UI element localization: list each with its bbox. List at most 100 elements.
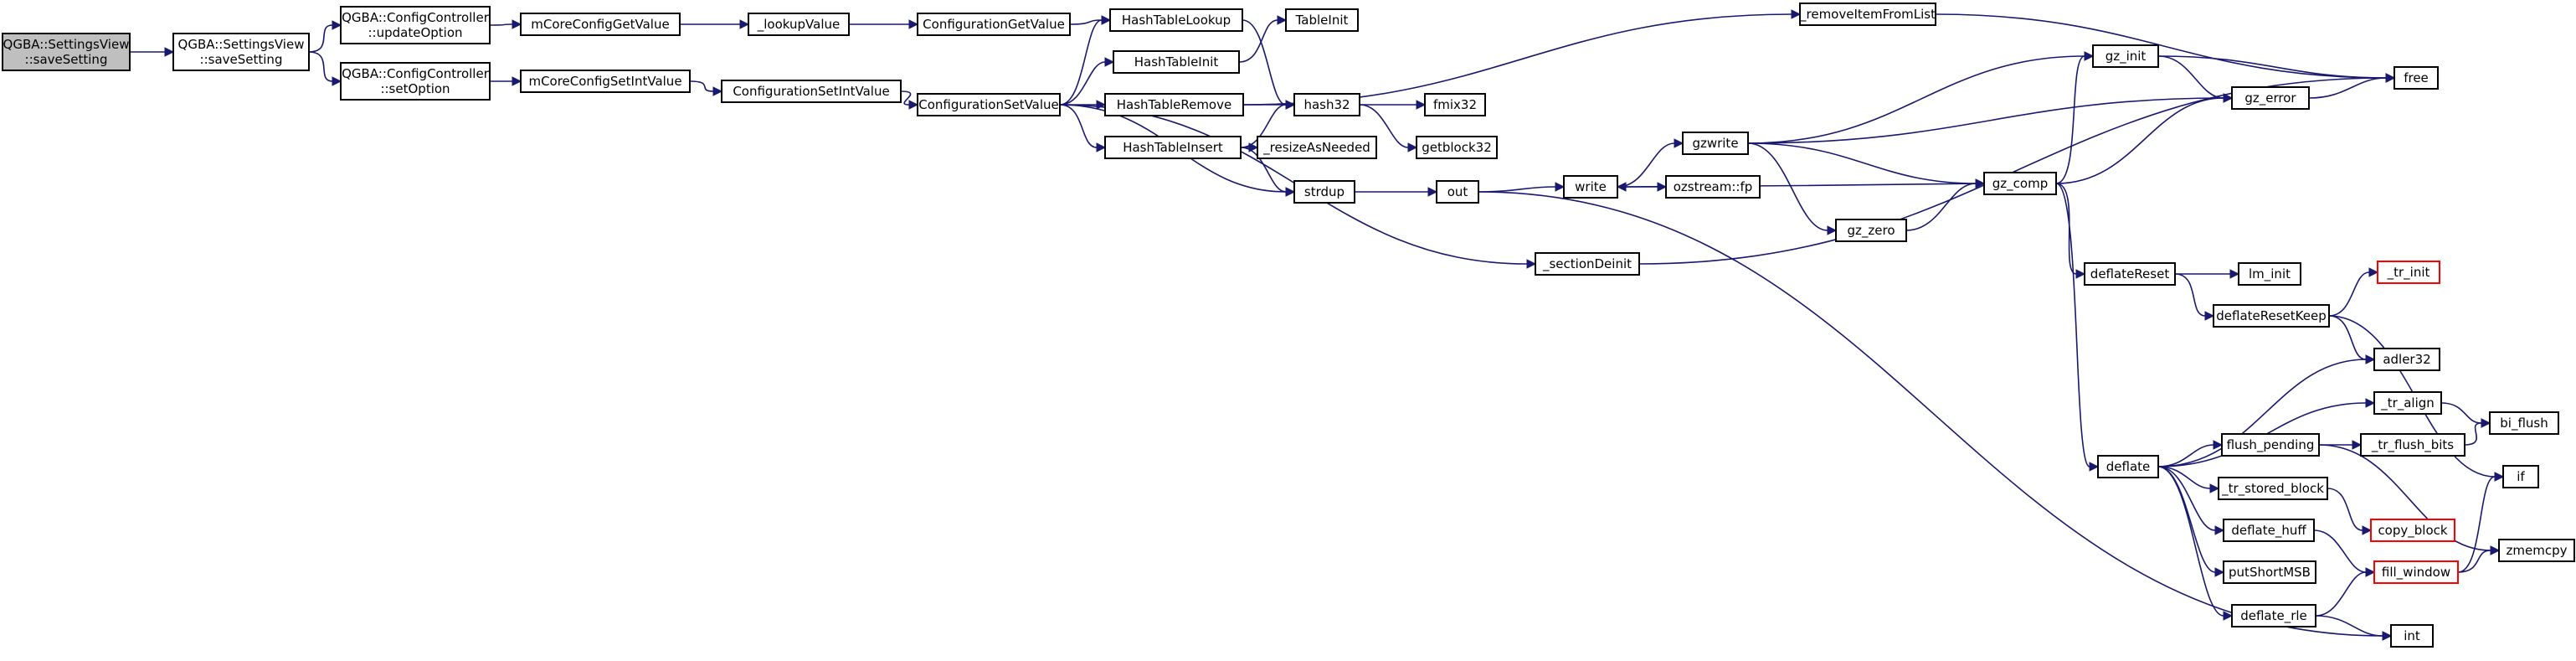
node-label: zmemcpy <box>2507 543 2568 558</box>
node-lookupvalue[interactable]: _lookupValue <box>748 13 850 36</box>
node-label: deflate <box>2106 459 2151 474</box>
node-box <box>2238 262 2301 286</box>
node-sectiondeinit[interactable]: _sectionDeinit <box>1535 252 1640 276</box>
node-zmemcpy[interactable]: zmemcpy <box>2498 539 2575 562</box>
node-tr-flush-bits[interactable]: _tr_flush_bits <box>2360 433 2465 457</box>
node-tr-align[interactable]: _tr_align <box>2373 391 2442 415</box>
arrowhead <box>2362 525 2373 535</box>
node-removeitemfromlist[interactable]: _removeItemFromList <box>1799 3 1936 26</box>
arrowhead <box>1791 9 1802 19</box>
node-label: gz_init <box>2106 49 2147 65</box>
node-savesetting-root[interactable]: QGBA::SettingsView::saveSetting <box>2 33 131 71</box>
edge-deflate-to-putshortmsb <box>2157 466 2216 573</box>
node-fill-window[interactable]: fill_window <box>2373 560 2459 584</box>
node-configurationsetvalue[interactable]: ConfigurationSetValue <box>917 93 1061 116</box>
node-box <box>1799 3 1936 26</box>
edge-deflate-to-deflate-huff <box>2157 466 2216 531</box>
node-savesetting[interactable]: QGBA::SettingsView::saveSetting <box>172 33 310 71</box>
node-box <box>917 93 1061 116</box>
node-label: _lookupValue <box>757 17 840 33</box>
node-box <box>2084 262 2176 286</box>
node-deflatereset[interactable]: deflateReset <box>2084 262 2176 286</box>
edge-out-to-int <box>1478 191 2383 637</box>
node-hashtableinsert[interactable]: HashTableInsert <box>1104 136 1242 159</box>
node-flush-pending[interactable]: flush_pending <box>2221 433 2320 457</box>
node-updateoption[interactable]: QGBA::ConfigController::updateOption <box>340 6 491 44</box>
node-int[interactable]: int <box>2390 624 2434 648</box>
node-deflate-rle[interactable]: deflate_rle <box>2231 604 2316 627</box>
node-gz-error[interactable]: gz_error <box>2231 86 2310 110</box>
node-gz-comp[interactable]: gz_comp <box>1983 172 2057 195</box>
node-box <box>1257 136 1377 159</box>
node-resizeasneeded[interactable]: _resizeAsNeeded <box>1257 136 1377 159</box>
node-label: ::setOption <box>380 81 450 96</box>
node-ozstream-fp[interactable]: ozstream::fp <box>1665 175 1761 199</box>
node-out[interactable]: out <box>1436 180 1479 204</box>
arrowhead <box>1104 57 1115 67</box>
node-gzwrite[interactable]: gzwrite <box>1682 132 1749 155</box>
node-deflate-huff[interactable]: deflate_huff <box>2223 519 2315 542</box>
node-label: deflateResetKeep <box>2216 308 2326 323</box>
node-box <box>340 62 491 101</box>
node-label: fill_window <box>2382 565 2450 581</box>
arrowhead <box>2229 269 2240 279</box>
node-box <box>1665 175 1761 199</box>
node-label: _resizeAsNeeded <box>1262 140 1370 156</box>
node-tr-init[interactable]: _tr_init <box>2377 261 2440 284</box>
edge-deflate-to-flush-pending <box>2157 444 2214 467</box>
node-box <box>1293 93 1360 116</box>
edge-gz-comp-to-gz-error <box>2055 97 2224 184</box>
node-if[interactable]: if <box>2502 465 2539 488</box>
edge-mcoreconfigsetintvalue-to-configurationsetintvalue <box>689 80 714 92</box>
node-configurationsetintvalue[interactable]: ConfigurationSetIntValue <box>721 80 902 103</box>
node-bi-flush[interactable]: bi_flush <box>2489 411 2559 435</box>
node-tableinit[interactable]: TableInit <box>1285 8 1359 32</box>
node-hashtableinit[interactable]: HashTableInit <box>1113 50 1240 74</box>
node-label: QGBA::ConfigController <box>342 10 490 25</box>
edge-savesetting-to-setoption <box>308 51 333 82</box>
node-setoption[interactable]: QGBA::ConfigController::setOption <box>340 62 491 101</box>
edge-gz-error-to-free <box>2308 77 2387 99</box>
node-configurationgetvalue[interactable]: ConfigurationGetValue <box>917 13 1071 36</box>
node-label: adler32 <box>2383 352 2430 367</box>
node-adler32[interactable]: adler32 <box>2373 348 2440 371</box>
node-gz-init[interactable]: gz_init <box>2092 44 2159 68</box>
node-box <box>2373 560 2459 584</box>
node-label: ozstream::fp <box>1674 179 1753 194</box>
node-box <box>2223 519 2315 542</box>
node-box <box>1416 136 1498 159</box>
node-mcoreconfigsetintvalue[interactable]: mCoreConfigSetIntValue <box>520 70 691 93</box>
node-box <box>172 33 310 71</box>
node-box <box>2373 348 2440 371</box>
edge-configurationsetvalue-to-hashtableinit <box>1059 61 1106 106</box>
edge-gzwrite-to-gz-zero <box>1747 142 1828 231</box>
node-gz-zero[interactable]: gz_zero <box>1835 219 1907 242</box>
node-label: getblock32 <box>1422 140 1492 155</box>
node-deflate[interactable]: deflate <box>2097 455 2159 478</box>
node-box <box>917 13 1071 36</box>
node-free[interactable]: free <box>2393 66 2439 90</box>
node-getblock32[interactable]: getblock32 <box>1416 136 1498 159</box>
arrowhead <box>2223 93 2234 103</box>
node-mcoreconfiggetvalue[interactable]: mCoreConfigGetValue <box>520 13 681 36</box>
edge-flush-pending-to-zmemcpy <box>2318 444 2491 551</box>
node-hashtableremove[interactable]: HashTableRemove <box>1104 93 1244 116</box>
arrowhead <box>2214 567 2225 577</box>
node-fmix32[interactable]: fmix32 <box>1424 93 1486 116</box>
node-copy-block[interactable]: copy_block <box>2370 519 2455 542</box>
node-lm-init[interactable]: lm_init <box>2238 262 2301 286</box>
node-write[interactable]: write <box>1563 175 1618 199</box>
arrowhead <box>1416 100 1427 110</box>
arrowhead <box>2382 631 2393 641</box>
node-hashtablelookup[interactable]: HashTableLookup <box>1109 8 1243 32</box>
node-hash32[interactable]: hash32 <box>1293 93 1360 116</box>
call-edges <box>130 9 2505 641</box>
arrowhead <box>2385 73 2396 83</box>
node-strdup[interactable]: strdup <box>1293 180 1355 204</box>
arrowhead <box>2352 440 2363 450</box>
node-box <box>2502 465 2539 488</box>
node-deflateresetkeep[interactable]: deflateResetKeep <box>2213 304 2330 328</box>
node-tr-stored-block[interactable]: _tr_stored_block <box>2218 477 2328 500</box>
node-putshortmsb[interactable]: putShortMSB <box>2223 560 2316 584</box>
node-label: _tr_stored_block <box>2221 481 2324 497</box>
